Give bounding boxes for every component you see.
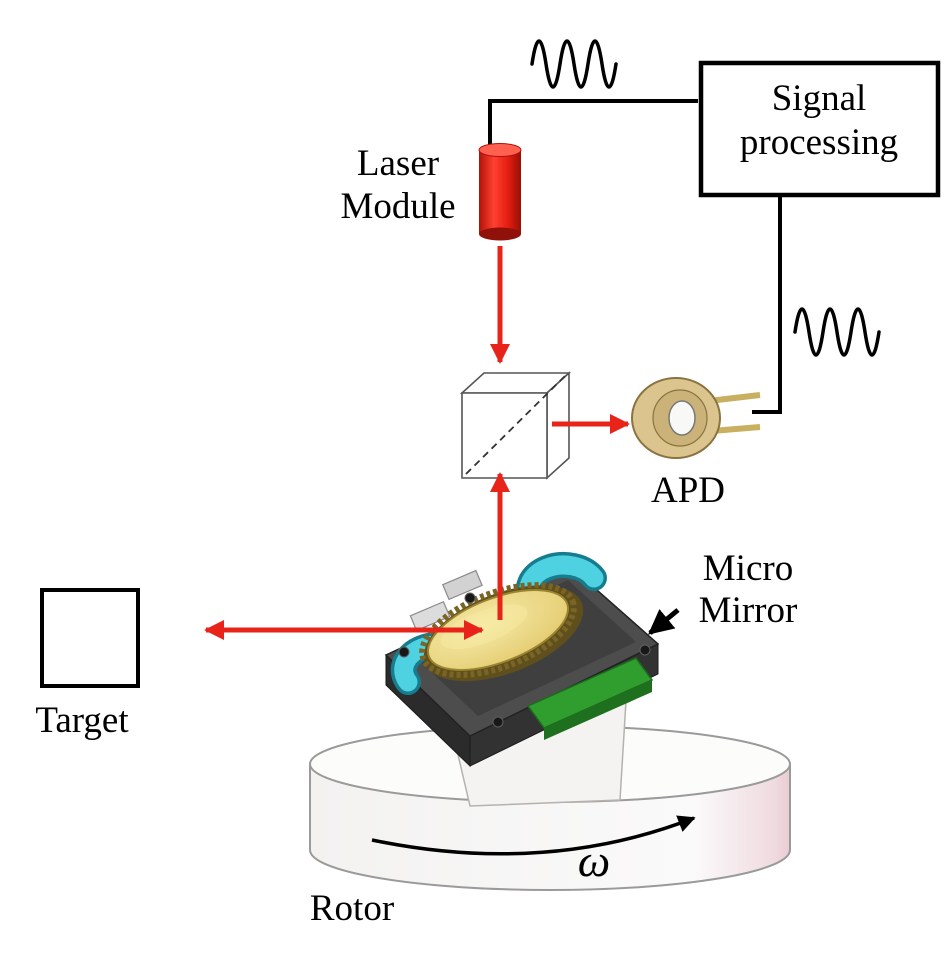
beam-splitter-cube <box>459 371 572 480</box>
sine-signal-top <box>530 39 618 89</box>
pcb-shadow <box>544 680 652 740</box>
target-label: Target <box>35 700 129 741</box>
wire-laser-to-processor <box>488 99 698 146</box>
apd-detector <box>631 377 761 459</box>
signal-wires <box>488 99 782 414</box>
signal-processing-unit: Signal processing <box>698 60 941 198</box>
micro-mirror-label-line1: Micro <box>703 548 793 589</box>
laser-beams <box>204 246 630 640</box>
micro-mirror-label-line2: Mirror <box>699 590 798 631</box>
laser-module-label-line2: Module <box>340 186 455 227</box>
target-square <box>40 588 140 688</box>
laser-body <box>479 150 521 234</box>
laser-module-label-line1: Laser <box>357 143 439 184</box>
rotation-direction-arrow <box>371 815 696 856</box>
mirror-clamps <box>409 569 483 632</box>
gold-micromirror <box>419 582 584 682</box>
laser-module <box>478 143 522 241</box>
laser-bottom-cap <box>479 227 521 241</box>
apd-aperture <box>668 400 696 436</box>
signal-processing-label-line2: processing <box>740 122 898 163</box>
signal-processing-label-line1: Signal <box>772 78 867 119</box>
signal-processing-box <box>698 60 941 198</box>
apd-label: APD <box>651 470 725 511</box>
micro-mirror-assembly <box>384 552 660 807</box>
wire-apd-to-processor <box>752 196 782 414</box>
omega-symbol: ω <box>578 835 610 886</box>
rotor-label: Rotor <box>310 888 394 929</box>
laser-top-cap <box>478 143 522 157</box>
micro-mirror-pointer-arrow <box>648 608 680 635</box>
plate-screws <box>398 592 651 728</box>
sine-signal-right <box>793 307 881 357</box>
